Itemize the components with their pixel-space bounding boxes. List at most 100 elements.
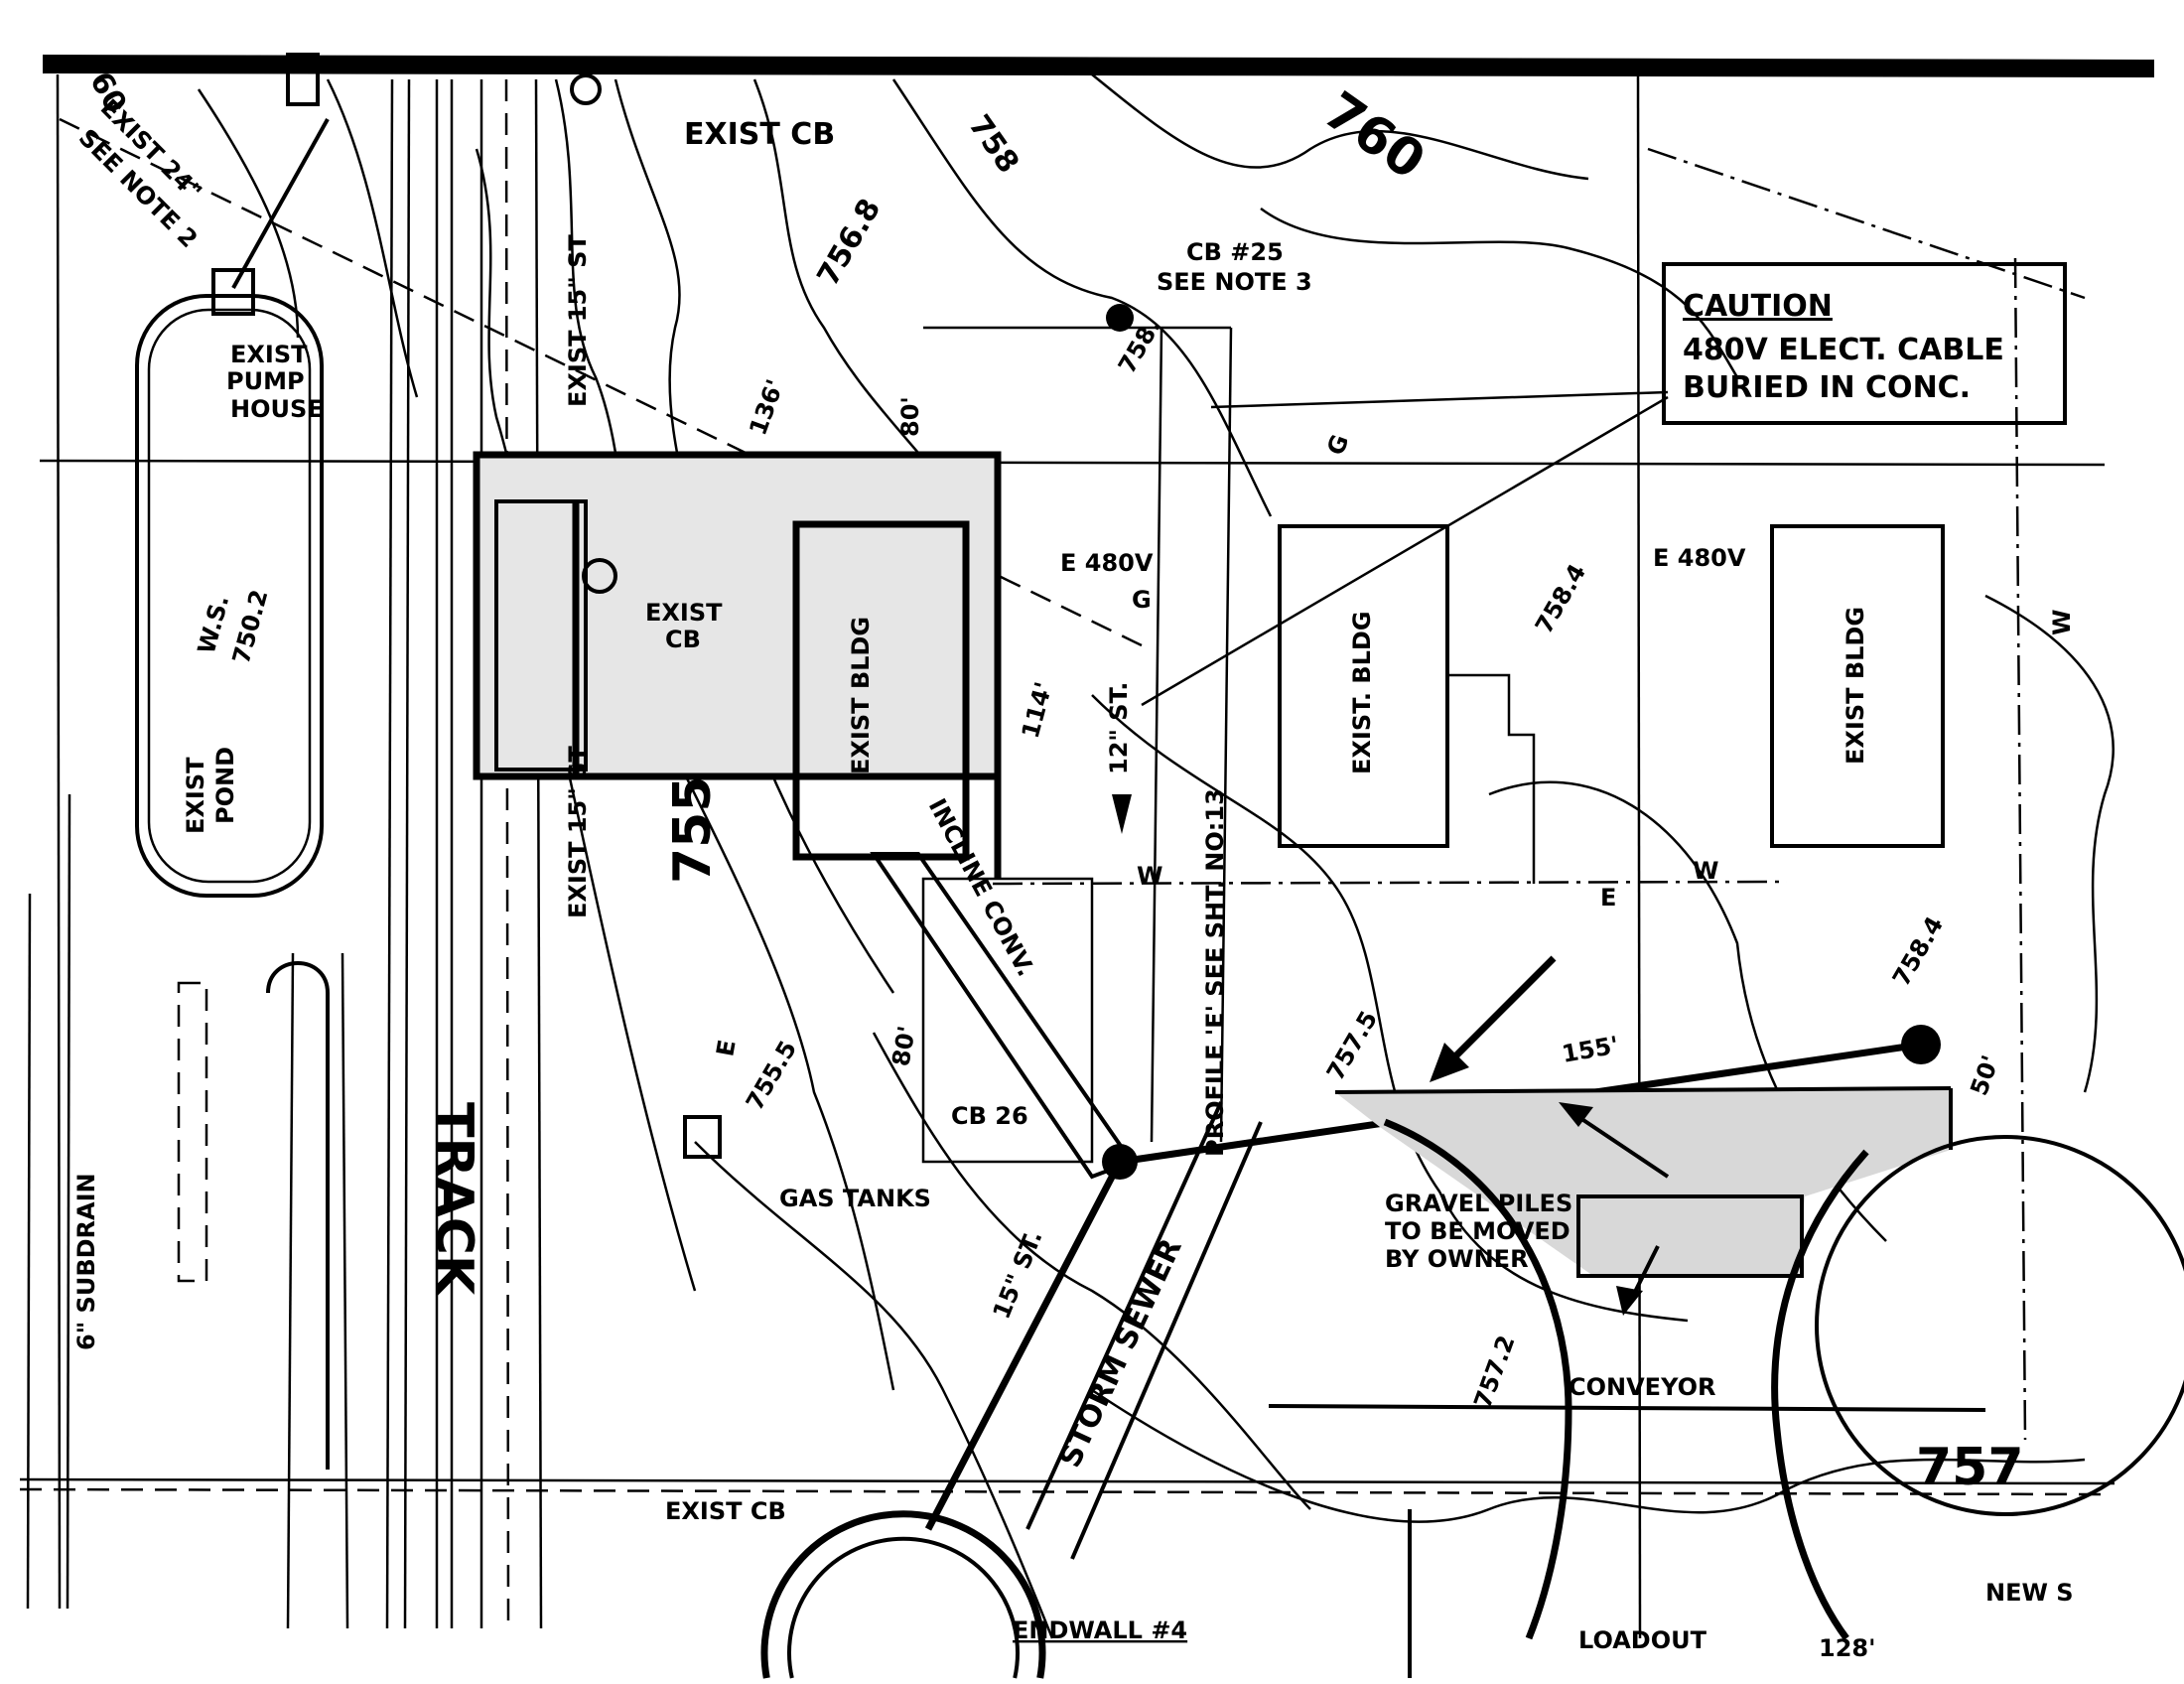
label-dimension: 50' (1965, 1052, 2004, 1099)
label-dimension: 128' (1819, 1634, 1875, 1662)
label-exist-15-st: EXIST 15" ST (564, 746, 592, 918)
cb-25-marker (1106, 304, 1134, 332)
label-profile-reference: PROFILE 'E' SEE SHT. NO:13 (1201, 788, 1229, 1157)
label-cb-26: CB 26 (951, 1102, 1028, 1130)
conveyor-arc (1771, 1149, 1869, 1641)
label-pump-house: EXIST (230, 341, 308, 368)
label-track: TRACK (424, 1102, 483, 1297)
gas-tank-icon (683, 1115, 722, 1159)
label-pump-house: PUMP (226, 367, 305, 395)
label-water-surface: W.S. (193, 592, 235, 656)
exist-bldg-2 (1278, 524, 1449, 848)
label-cb-25: CB #25 (1186, 238, 1284, 266)
label-exist-15-st: EXIST 15" ST (564, 234, 592, 407)
label-water-line: W (2048, 610, 2076, 635)
label-pipe: 12" ST. (1105, 682, 1133, 774)
railroad-track (26, 78, 543, 1629)
pond-inner-edge (147, 308, 312, 884)
exist-pond (135, 294, 324, 898)
grid-line-horizontal (19, 1477, 2116, 1485)
manhole-end-marker (1901, 1025, 1941, 1064)
gravel-pile-area (1335, 1088, 1951, 1276)
caution-title: CAUTION (1683, 289, 1833, 324)
label-contour: 760 (1313, 80, 1435, 191)
label-water-surface: 750.2 (227, 587, 274, 667)
shaded-area (477, 455, 998, 776)
label-contour: 758.4 (1887, 912, 1949, 991)
label-see-note: SEE NOTE 3 (1157, 268, 1312, 296)
gravel-label-box (1576, 1194, 1804, 1278)
label-pipe: 15" ST. (988, 1226, 1048, 1323)
label-contour: 757.2 (1468, 1332, 1520, 1412)
pipe-line (1150, 327, 1163, 1143)
label-contour: 757 (1916, 1438, 2024, 1497)
label-exist-cb: EXIST CB (665, 1497, 786, 1525)
label-pond: POND (211, 747, 239, 824)
label-exist-bldg: EXIST BLDG (847, 617, 875, 774)
exist-bldg-1 (792, 520, 970, 861)
label-contour: 755 (663, 775, 723, 884)
dashed-utility-line (1647, 147, 2086, 300)
gravel-area-edge (1334, 1086, 1952, 1094)
label-subdrain: 6" SUBDRAIN (72, 1173, 100, 1350)
label-electric-line: E (1600, 884, 1616, 912)
label-dimension: 136' (744, 375, 789, 439)
endwall-circle (760, 1510, 1046, 1679)
label-electric-line: E (711, 1038, 741, 1058)
water-line (992, 880, 1788, 886)
caution-box (1662, 262, 2067, 425)
electric-cable-line (1141, 395, 1669, 707)
caution-line-1: 480V ELECT. CABLE (1683, 333, 2004, 367)
label-electric: E 480V (1653, 544, 1746, 572)
storm-sewer-outline (1070, 1121, 1263, 1560)
caution-line-2: BURIED IN CONC. (1683, 370, 1971, 405)
label-contour: 755.5 (741, 1036, 802, 1115)
label-contour: 758 (961, 109, 1025, 180)
label-exist-cb: EXIST CB (684, 117, 835, 152)
label-pond: EXIST (182, 757, 209, 834)
label-gravel-piles: GRAVEL PILES (1385, 1190, 1572, 1217)
exist-cb-marker (582, 558, 617, 594)
label-contour: 756.8 (811, 193, 888, 292)
conveyor-line (1268, 1404, 1986, 1412)
endwall-circle-inner (787, 1536, 1020, 1679)
grid-line-horizontal (39, 459, 2106, 467)
label-gas-tanks: GAS TANKS (779, 1185, 931, 1212)
label-gravel-piles: BY OWNER (1385, 1245, 1529, 1273)
dashed-utility-line (2013, 257, 2027, 1441)
label-new-s: NEW S (1985, 1579, 2074, 1607)
dimension-box (921, 877, 1094, 1164)
building-step-line (1447, 673, 1536, 884)
inner-structure (494, 499, 588, 772)
exist-cb-top-marker (570, 73, 602, 105)
label-exist-cb: CB (665, 626, 701, 653)
label-dimension: 155' (1560, 1031, 1620, 1068)
sheet-top-border (43, 55, 2154, 77)
storm-sewer-15-st (924, 1160, 1124, 1531)
label-dimension: 80' (887, 1024, 921, 1068)
grid-line-vertical (1636, 69, 1642, 1639)
pipe-line (1219, 327, 1233, 1143)
storm-sewer-outline (1025, 1101, 1223, 1530)
label-water-line: W (1693, 857, 1718, 885)
label-loadout: LOADOUT (1578, 1626, 1707, 1654)
label-contour: 757.5 (1321, 1006, 1383, 1085)
label-gravel-piles: TO BE MOVED (1385, 1217, 1570, 1245)
electric-cable-line (1210, 390, 1669, 409)
dashed-utility-line (19, 1487, 2106, 1496)
label-gas-line: G (1321, 431, 1354, 459)
stockpile-circle (1815, 1135, 2184, 1516)
exist-bldg-3 (1770, 524, 1945, 848)
manhole (286, 53, 320, 106)
label-electric: E 480V (1060, 549, 1154, 577)
pump-house (211, 268, 255, 316)
label-exist-bldg: EXIST BLDG (1842, 607, 1869, 765)
label-endwall: ENDWALL #4 (1013, 1616, 1187, 1644)
pipe-line (231, 118, 330, 289)
label-dimension: 114' (1017, 679, 1058, 742)
label-water-line: W (1137, 862, 1162, 890)
label-pump-house: HOUSE (230, 395, 324, 423)
label-gas-line: G (1132, 586, 1152, 614)
